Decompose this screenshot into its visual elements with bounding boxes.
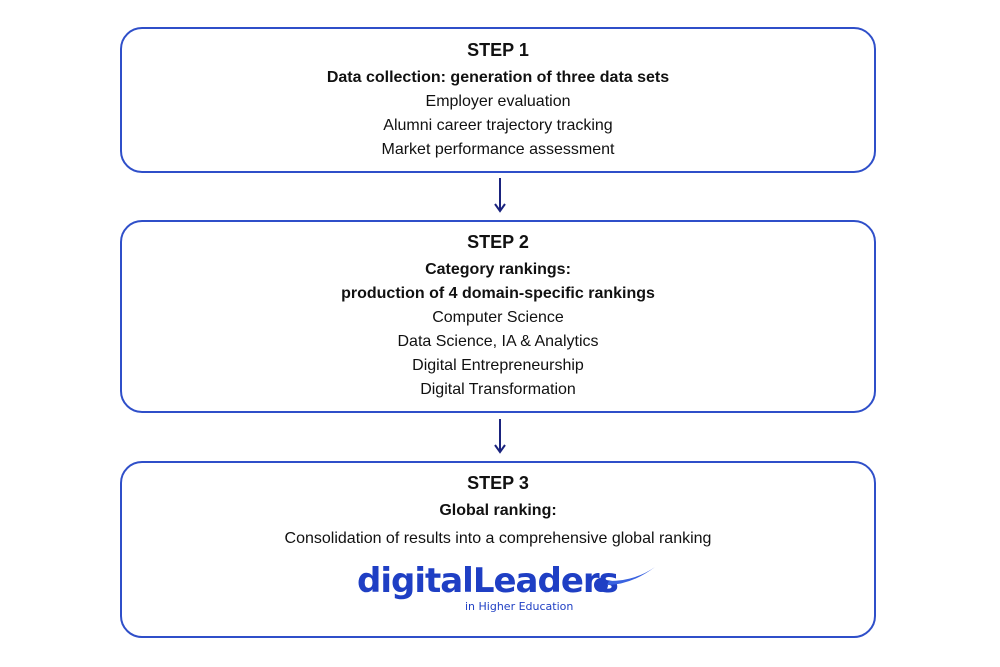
step-1-box: STEP 1 Data collection: generation of th…: [120, 27, 876, 173]
down-arrow-icon: [494, 178, 506, 213]
step-2-item: Computer Science: [432, 309, 564, 326]
step-3-title: STEP 3: [467, 473, 529, 493]
step-1-subtitle: Data collection: generation of three dat…: [326, 69, 670, 86]
step-1-item: Alumni career trajectory tracking: [383, 117, 613, 134]
logo-wordmark: digitalLeaders: [357, 561, 619, 601]
step-2-item: Data Science, IA & Analytics: [397, 333, 599, 350]
step-2-title: STEP 2: [467, 232, 529, 252]
step-1-item: Market performance assessment: [381, 141, 615, 158]
step-2-subtitle-2: production of 4 domain-specific rankings: [341, 285, 655, 302]
step-1-title: STEP 1: [467, 40, 529, 60]
logo-tagline: in Higher Education: [465, 600, 574, 613]
comet-swoosh-icon: [594, 567, 655, 592]
step-2-item: Digital Transformation: [420, 381, 576, 398]
step-2-box: STEP 2 Category rankings: production of …: [120, 220, 876, 413]
step-1-item: Employer evaluation: [425, 93, 571, 110]
step-3-subtitle: Global ranking:: [439, 502, 557, 519]
digital-leaders-logo: digitalLeaders in Higher Education: [357, 561, 657, 621]
step-3-description: Consolidation of results into a comprehe…: [284, 530, 712, 547]
step-3-box: STEP 3 Global ranking: Consolidation of …: [120, 461, 876, 638]
step-2-subtitle: Category rankings:: [425, 261, 571, 278]
step-2-item: Digital Entrepreneurship: [412, 357, 584, 374]
down-arrow-icon: [494, 419, 506, 454]
